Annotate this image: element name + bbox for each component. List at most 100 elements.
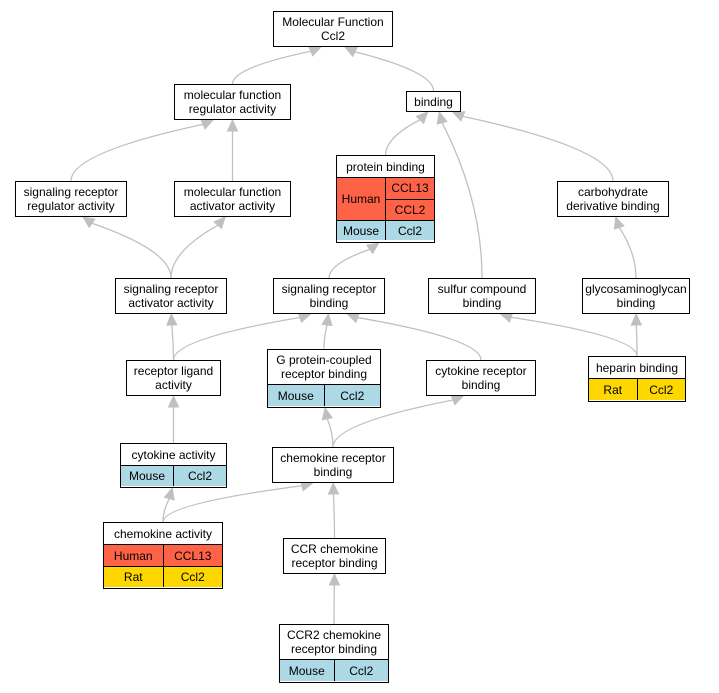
arrowhead-hep-to-gag	[630, 312, 643, 326]
go-term-label-line: protein binding	[346, 159, 425, 174]
edge-prot-to-bind	[384, 119, 421, 156]
go-term-label-line: glycosaminoglycan	[585, 282, 687, 296]
arrowhead-gag-to-carb	[613, 215, 625, 230]
arrowhead-ckrb-to-srb	[346, 312, 360, 324]
edge-mfra-to-mf	[231, 50, 311, 85]
edge-sraa-to-mfaa	[170, 224, 219, 279]
arrowhead-srb-to-prot	[365, 242, 380, 255]
gene-label: Ccl2	[162, 567, 223, 587]
edge-carb-to-bind	[462, 115, 614, 182]
arrowhead-bind-to-mf	[343, 46, 358, 58]
go-term-label-line: carbohydrate	[577, 185, 649, 199]
arrowhead-sulf-to-bind	[436, 110, 448, 125]
go-term-title: protein binding	[337, 156, 434, 177]
edge-chrb-to-gpcr	[326, 418, 334, 448]
go-term-label-line: chemokine receptor	[280, 451, 386, 465]
organism-label: Mouse	[288, 663, 325, 678]
go-term-label-line: sulfur compound	[437, 282, 527, 296]
go-term-title: cytokine activity	[121, 444, 226, 465]
edge-gag-to-carb	[618, 227, 637, 279]
organism-label: Rat	[603, 382, 623, 397]
edge-hep-to-gag	[635, 324, 638, 357]
go-term-label-line: molecular function	[183, 185, 282, 199]
arrowhead-prot-to-bind	[415, 111, 429, 125]
go-term-label-line: signaling receptor	[23, 185, 119, 199]
go-term-label-line: chemokine activity	[113, 526, 213, 541]
organism-label: Mouse	[128, 469, 166, 483]
edge-hep-to-sulf	[511, 316, 638, 357]
arrowhead-mfra-to-mf	[308, 46, 323, 57]
gene-label: Ccl2	[636, 379, 686, 400]
organism-label: Rat	[123, 570, 143, 584]
arrowhead-srra-to-mfra	[200, 119, 215, 130]
go-term-label-line: signaling receptor	[281, 282, 377, 296]
organism-label: Mouse	[342, 223, 380, 238]
organism-row-human: Human CCL13	[104, 545, 222, 566]
arrowhead-mfaa-to-mfra	[226, 118, 239, 132]
edge-sulf-to-bind	[441, 122, 483, 279]
arrowhead-carb-to-bind	[451, 111, 466, 122]
go-term-label-line: cytokine receptor	[435, 364, 527, 378]
go-term-title: chemokine activity	[104, 523, 222, 544]
organism-label: Human	[113, 548, 153, 563]
organism-label: Mouse	[277, 388, 314, 403]
go-term-label-line: regulator activity	[188, 102, 277, 116]
go-term-node-bind[interactable]: binding	[406, 91, 461, 112]
organism-label: Human	[341, 192, 381, 206]
go-term-label-line: activator activity	[189, 199, 276, 213]
go-term-label-line: G protein-coupled	[276, 353, 372, 367]
arrowhead-cha-to-cka	[163, 486, 175, 501]
arrowhead-ccr-to-chrb	[327, 481, 340, 495]
go-term-label-line: binding	[313, 465, 353, 479]
gene-label: CCL2	[386, 198, 434, 221]
go-term-label-line: activity	[155, 378, 192, 392]
organism-gene-table: Mouse Ccl2	[280, 659, 388, 681]
go-term-label-line: molecular function	[183, 88, 282, 102]
gene-label: Ccl2	[333, 660, 389, 681]
gene-label: CCL13	[162, 545, 223, 566]
go-term-label-line: Ccl2	[320, 29, 345, 43]
edge-bind-to-mf	[354, 51, 435, 92]
go-term-label-line: cytokine activity	[131, 447, 216, 462]
go-term-label-line: regulator activity	[27, 199, 115, 213]
go-term-label-line: binding	[616, 296, 656, 310]
arrowhead-gpcr-to-srb	[321, 312, 333, 327]
